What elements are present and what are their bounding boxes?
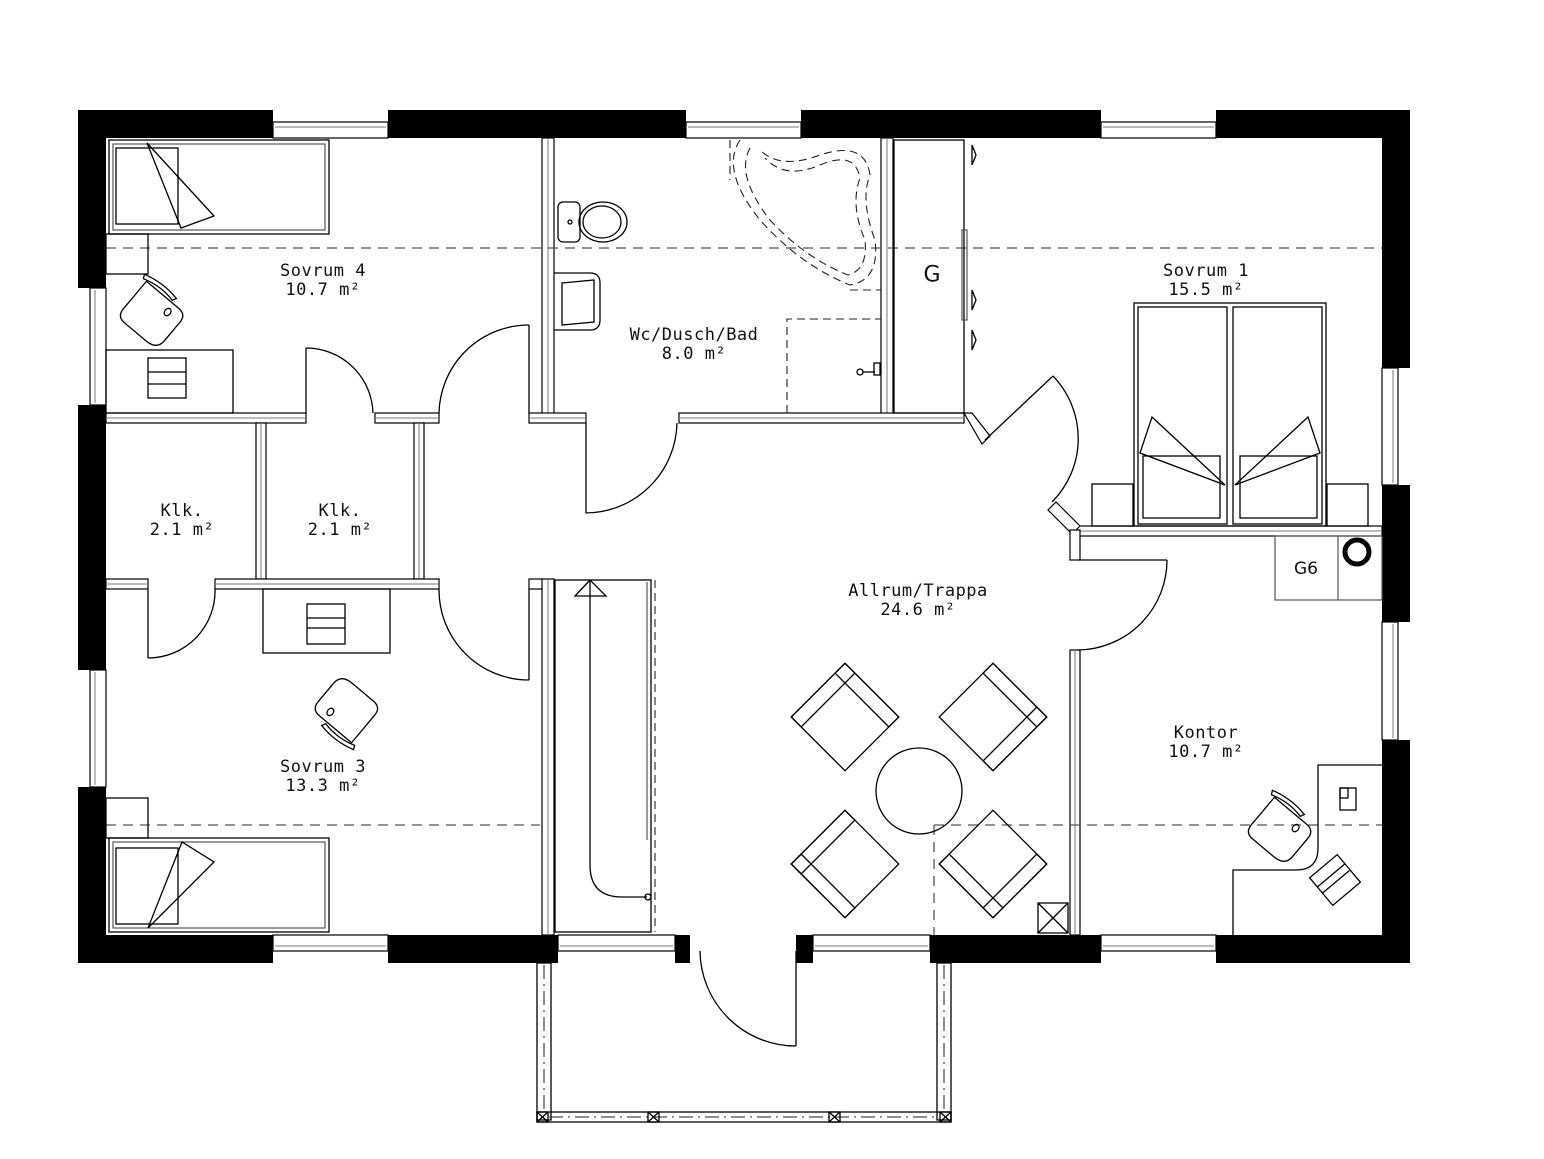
room-name: Sovrum 1 xyxy=(1163,261,1249,281)
room-area: 24.6 m² xyxy=(880,600,956,620)
porch xyxy=(536,962,952,1123)
room-label-sovrum-4: Sovrum 4 10.7 m² xyxy=(280,262,366,300)
room-area: 2.1 m² xyxy=(149,520,215,540)
windows xyxy=(89,121,1399,952)
wardrobe-g xyxy=(893,139,977,414)
closet-marker-g6: G6 xyxy=(1294,559,1318,579)
room-area: 10.7 m² xyxy=(285,280,361,300)
sovrum1-beds xyxy=(1091,302,1369,527)
room-name: Sovrum 3 xyxy=(280,757,366,777)
room-label-wc-dusch-bad: Wc/Dusch/Bad 8.0 m² xyxy=(630,326,759,364)
room-name: Wc/Dusch/Bad xyxy=(629,325,759,345)
room-area: 2.1 m² xyxy=(307,520,373,540)
room-label-sovrum-1: Sovrum 1 15.5 m² xyxy=(1163,262,1249,300)
room-label-kontor: Kontor 10.7 m² xyxy=(1168,724,1243,762)
bathroom-fixtures xyxy=(554,139,881,413)
room-label-klk-2: Klk. 2.1 m² xyxy=(308,502,372,540)
sovrum4-furniture xyxy=(105,139,330,414)
room-name: Klk. xyxy=(160,501,204,521)
room-name: Kontor xyxy=(1173,723,1239,743)
wardrobe-marker-g: G xyxy=(923,262,941,288)
room-name: Allrum/Trappa xyxy=(848,581,988,601)
interior-walls xyxy=(105,137,1383,936)
kontor-furniture xyxy=(1232,764,1382,935)
exterior-walls xyxy=(78,110,1410,963)
g6-closet xyxy=(1274,535,1383,601)
staircase xyxy=(554,579,656,933)
doors xyxy=(147,324,1168,1047)
room-name: Klk. xyxy=(318,501,362,521)
overhead-dashed-lines xyxy=(106,247,1382,935)
sovrum3-furniture xyxy=(105,588,391,933)
room-area: 8.0 m² xyxy=(661,344,727,364)
room-label-klk-1: Klk. 2.1 m² xyxy=(150,502,214,540)
room-area: 13.3 m² xyxy=(285,776,361,796)
room-name: Sovrum 4 xyxy=(280,261,366,281)
room-label-allrum-trappa: Allrum/Trappa 24.6 m² xyxy=(848,582,988,620)
room-label-sovrum-3: Sovrum 3 13.3 m² xyxy=(280,758,366,796)
room-area: 15.5 m² xyxy=(1168,280,1244,300)
room-area: 10.7 m² xyxy=(1168,742,1244,762)
living-room-furniture xyxy=(790,662,1069,934)
